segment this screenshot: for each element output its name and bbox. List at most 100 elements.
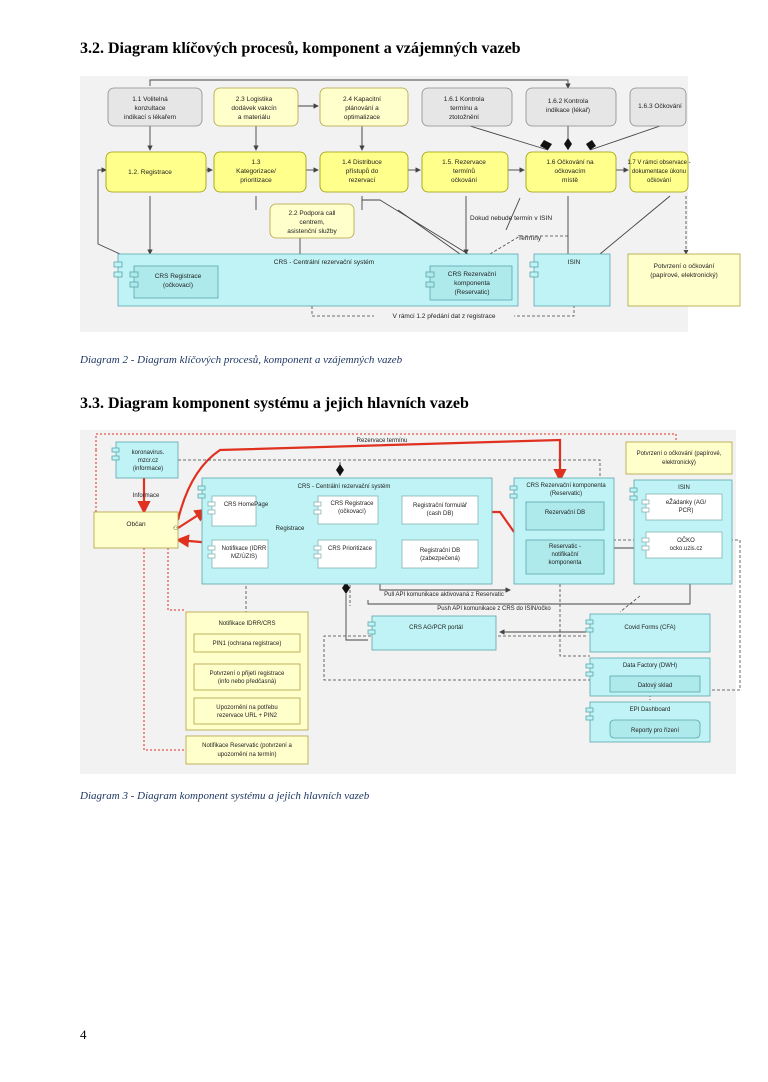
label-informace: Informace	[133, 493, 160, 499]
koronavirus-box: koronavirus.mzcr.cz(informace)	[111, 441, 179, 479]
svg-text:CRS AG/PCR portál: CRS AG/PCR portál	[409, 625, 463, 631]
svg-text:CRS Registrace(očkovací): CRS Registrace(očkovací)	[155, 273, 202, 289]
ezadanky-box: eŽádanky (AG/PCR)	[641, 493, 723, 521]
crs-system: CRS - Centrální rezervační systém CRS Ho…	[197, 477, 493, 585]
crs-component: CRS - Centrální rezervační systém CRS Re…	[113, 253, 519, 307]
svg-text:1.7 V rámci observace -dokumen: 1.7 V rámci observace -dokumentace úkonu…	[627, 160, 690, 184]
box-1-2: 1.2. Registrace	[105, 151, 207, 193]
svg-text:Občan: Občan	[126, 521, 146, 528]
datovy-sklad-box: Datový sklad	[609, 675, 701, 693]
section-heading-3-3: 3.3. Diagram komponent systému a jejich …	[80, 395, 469, 412]
obcan-box: Občan ⚇	[93, 511, 179, 549]
label-vramci: V rámci 1.2 předání dat z registrace	[393, 313, 496, 320]
diagram-2-connectors	[97, 79, 689, 317]
svg-text:Notifikace Reservatic (potvrze: Notifikace Reservatic (potvrzení aupozor…	[202, 743, 292, 758]
label-push: Push API komunikace z CRS do ISIN/očko	[437, 606, 551, 612]
svg-text:Registrační formulář(cash DB): Registrační formulář(cash DB)	[413, 503, 468, 517]
svg-text:Reporty pro řízení: Reporty pro řízení	[631, 728, 679, 734]
svg-text:Potvrzení o očkování(papírové,: Potvrzení o očkování(papírové, elektroni…	[650, 263, 718, 279]
crs-registrace-box: CRS Registrace(očkovací)	[129, 265, 219, 299]
svg-text:CRS Prioritizace: CRS Prioritizace	[328, 546, 373, 552]
svg-text:Potvrzení o přijetí registrace: Potvrzení o přijetí registrace(info nebo…	[210, 671, 285, 685]
svg-text:ISIN: ISIN	[678, 485, 690, 491]
svg-text:CRS Registrace(očkovací): CRS Registrace(očkovací)	[330, 501, 374, 515]
svg-text:CRS - Centrální rezervační sys: CRS - Centrální rezervační systém	[274, 259, 374, 266]
section-heading-3-2: 3.2. Diagram klíčových procesů, komponen…	[80, 40, 521, 57]
isin-component: ISIN	[529, 253, 611, 307]
crs-rezervacni-system: CRS Rezervační komponenta(Reservatic) Re…	[509, 477, 615, 585]
label-pull: Pull API komunikace aktivovaná z Reserva…	[384, 592, 504, 598]
svg-text:Data Factory (DWH): Data Factory (DWH)	[623, 663, 677, 669]
potvrzeni-box: Potvrzení o očkování(papírové, elektroni…	[627, 253, 741, 307]
label-terminy: Termíny	[518, 235, 542, 242]
svg-text:Notifikace IDRR/CRS: Notifikace IDRR/CRS	[218, 621, 275, 627]
box-1-7: 1.7 V rámci observace -dokumentace úkonu…	[627, 151, 691, 193]
caption-diagram-2: Diagram 2 - Diagram klíčových procesů, k…	[80, 354, 403, 366]
potvrzeni-box-3: Potvrzení o očkování (papírové,elektroni…	[625, 441, 733, 475]
actor-icon: ⚇	[173, 525, 178, 532]
epi-box: EPI Dashboard Reporty pro řízení	[585, 701, 711, 743]
svg-text:Registrační DB(zabezpečená): Registrační DB(zabezpečená)	[420, 548, 460, 562]
crs-registrace-box-3: CRS Registrace(očkovací)	[313, 495, 379, 525]
svg-text:CRS - Centrální rezervační sys: CRS - Centrální rezervační systém	[298, 484, 391, 490]
potvrz-reg-box: Potvrzení o přijetí registrace(info nebo…	[193, 663, 301, 691]
dwh-box: Data Factory (DWH) Datový sklad	[585, 657, 711, 697]
notif-idrr-box: Notifikace IDRR/CRS PIN1 (ochrana regist…	[185, 611, 309, 731]
svg-text:1.6.3 Očkování: 1.6.3 Očkování	[638, 103, 682, 110]
svg-text:CRS Rezervační komponenta(Rese: CRS Rezervační komponenta(Reservatic)	[526, 483, 606, 497]
caption-diagram-3: Diagram 3 - Diagram komponent systému a …	[80, 790, 370, 802]
svg-text:koronavirus.mzcr.cz(informace): koronavirus.mzcr.cz(informace)	[132, 450, 165, 472]
svg-text:eŽádanky (AG/PCR): eŽádanky (AG/PCR)	[666, 498, 707, 514]
svg-text:1.2. Registrace: 1.2. Registrace	[128, 169, 172, 176]
box-1-6-3: 1.6.3 Očkování	[629, 87, 687, 127]
label-rezervace-terminu: Rezervace termínu	[357, 438, 408, 444]
pin1-box: PIN1 (ochrana registrace)	[193, 633, 301, 653]
svg-text:Potvrzení o očkování (papírové: Potvrzení o očkování (papírové,elektroni…	[637, 451, 722, 466]
prioritizace-box: CRS Prioritizace	[313, 539, 377, 569]
label-registrace: Registrace	[276, 526, 305, 532]
reporty-box: Reporty pro řízení	[609, 719, 701, 739]
homepage-box: CRS HomePage	[207, 495, 269, 527]
svg-text:Datový sklad: Datový sklad	[638, 683, 672, 689]
diagram-3: koronavirus.mzcr.cz(informace) Informace…	[80, 430, 741, 774]
covid-forms-box: Covid Forms (CFA)	[585, 613, 711, 653]
agpcr-box: CRS AG/PCR portál	[367, 615, 497, 651]
svg-text:Rezervační DB: Rezervační DB	[545, 510, 585, 516]
svg-text:ISIN: ISIN	[568, 259, 581, 266]
reg-form-box: Registrační formulář(cash DB)	[401, 495, 479, 525]
svg-text:Covid Forms (CFA): Covid Forms (CFA)	[624, 625, 675, 631]
rez-db-box: Rezervační DB	[525, 501, 605, 531]
label-dokud: Dokud nebude termín v ISIN	[470, 215, 552, 222]
svg-text:CRS HomePage: CRS HomePage	[224, 502, 269, 508]
svg-text:EPI Dashboard: EPI Dashboard	[630, 707, 671, 713]
